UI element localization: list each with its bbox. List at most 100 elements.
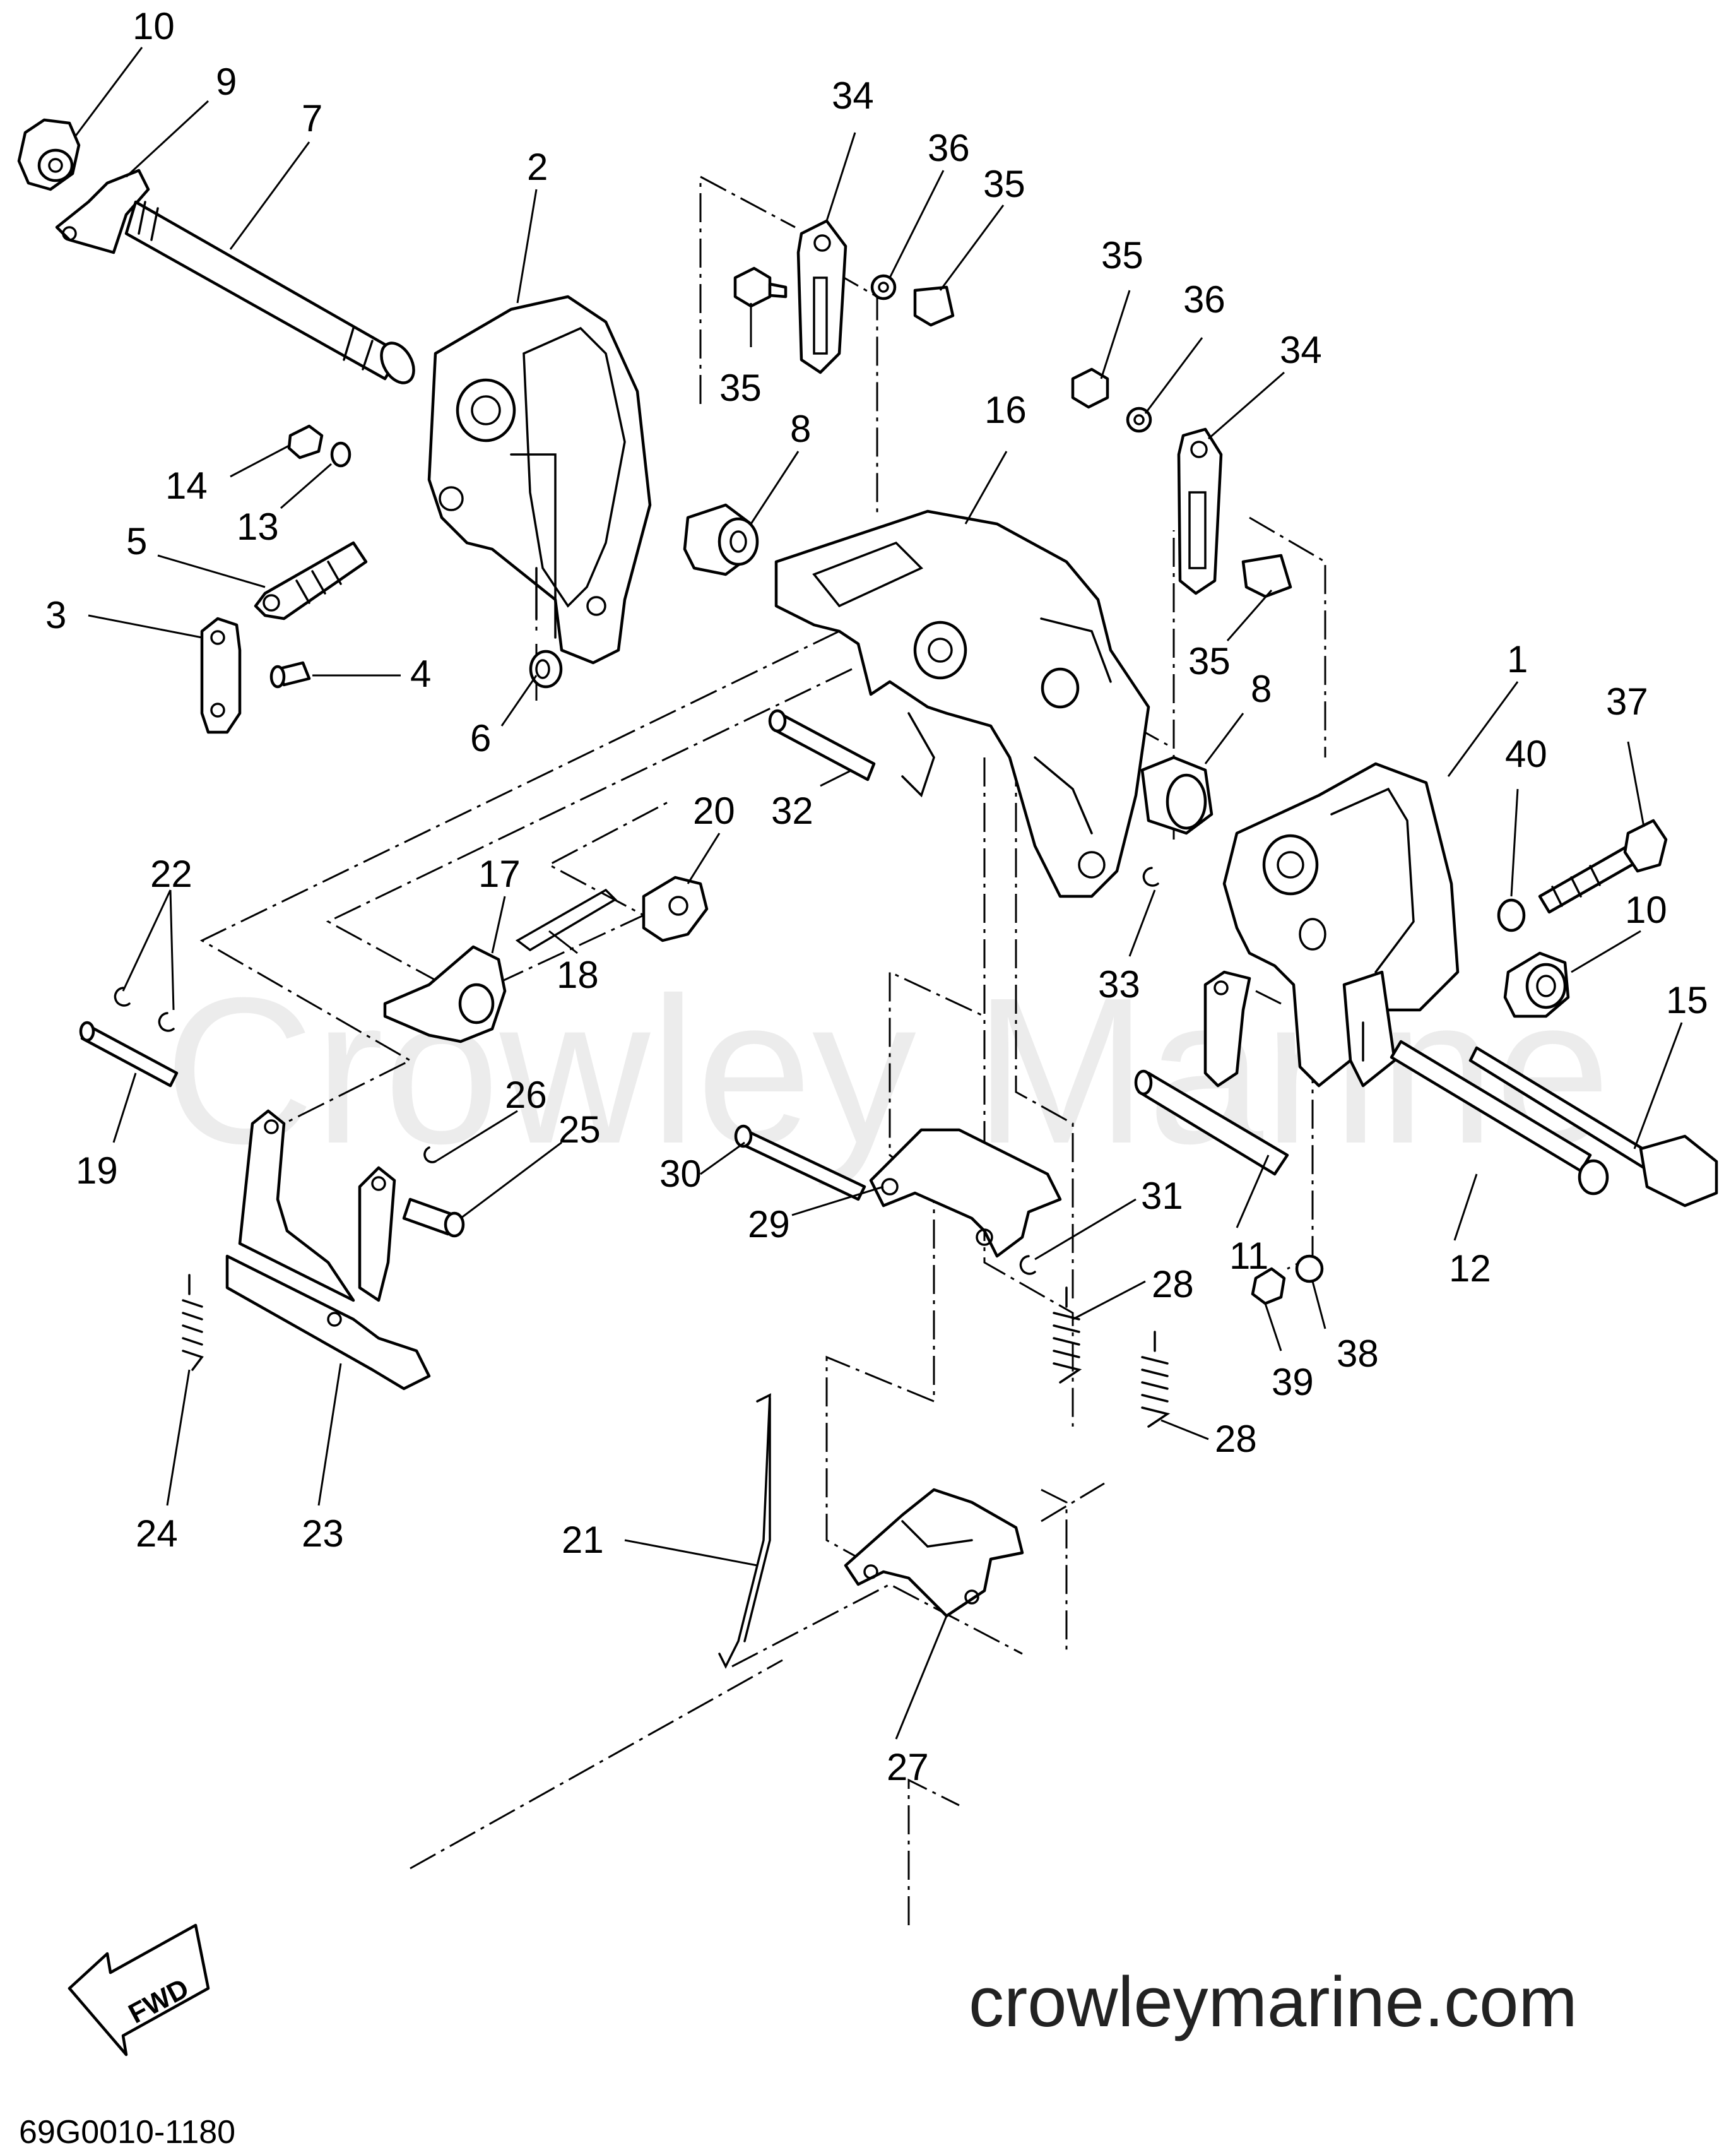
callout-10: 10 [1625, 889, 1667, 931]
washer-13-icon [330, 441, 351, 468]
shaft-7-icon [124, 200, 415, 384]
callout-27: 27 [887, 1746, 929, 1788]
diagram-code: 69G0010-1180 [19, 2114, 235, 2151]
callout-21: 21 [562, 1519, 604, 1561]
clamp-bracket-2-icon [427, 295, 652, 665]
bolt-35-icon [1241, 554, 1292, 598]
callout-1: 1 [1507, 638, 1528, 680]
nut-10-icon [17, 118, 81, 191]
circlip-33-icon [1142, 867, 1159, 887]
callout-30: 30 [659, 1153, 702, 1195]
bushing-8-icon [683, 503, 759, 576]
callout-10: 10 [133, 5, 175, 47]
swivel-bracket-16-icon [774, 509, 1150, 898]
callout-4: 4 [410, 653, 431, 695]
fwd-arrow-icon: FWD [68, 1923, 210, 2057]
callout-36: 36 [928, 127, 970, 169]
callout-9: 9 [216, 61, 237, 103]
callout-26: 26 [505, 1074, 547, 1116]
callout-14: 14 [165, 465, 208, 507]
callout-8: 8 [1251, 668, 1272, 710]
pin-11-icon [1134, 1069, 1289, 1176]
plate-9-icon [55, 169, 150, 254]
callout-33: 33 [1098, 963, 1140, 1006]
callout-2: 2 [527, 146, 548, 188]
callout-23: 23 [302, 1512, 344, 1555]
callout-8: 8 [790, 408, 811, 450]
bolt-12-icon [1390, 1040, 1609, 1196]
assembly-lines [199, 175, 1376, 1925]
callout-18: 18 [557, 954, 599, 996]
bolt-35-icon [913, 285, 955, 327]
pin-4-icon [269, 661, 311, 689]
callout-35: 35 [983, 163, 1025, 205]
washer-36-icon [870, 274, 897, 300]
clip-26-icon [423, 1146, 437, 1163]
tilt-support-29-icon [869, 1128, 1062, 1258]
nut-14-icon [287, 424, 324, 460]
link-34-icon [796, 219, 847, 374]
link-34-icon [1177, 427, 1223, 595]
callout-39: 39 [1272, 1361, 1314, 1403]
callout-31: 31 [1141, 1175, 1183, 1217]
pin-19-icon [79, 1021, 179, 1088]
spring-24-icon [182, 1274, 204, 1371]
callout-29: 29 [748, 1203, 790, 1245]
tilt-lock-lever-23-icon [225, 1109, 431, 1391]
callout-35: 35 [1101, 234, 1143, 276]
nut-10-icon [1503, 951, 1570, 1018]
callout-35: 35 [719, 367, 762, 409]
callout-19: 19 [76, 1149, 118, 1192]
washer-36-icon [1126, 407, 1152, 433]
callout-12: 12 [1449, 1247, 1491, 1290]
website-label: crowleymarine.com [969, 1962, 1578, 2041]
callout-28: 28 [1152, 1263, 1194, 1305]
callout-3: 3 [45, 594, 66, 636]
callout-25: 25 [558, 1108, 601, 1151]
block-20-icon [642, 876, 709, 942]
callout-40: 40 [1505, 733, 1547, 775]
bracket-27-icon [844, 1488, 1024, 1618]
callout-15: 15 [1666, 979, 1708, 1021]
callout-34: 34 [832, 74, 874, 117]
callout-6: 6 [470, 717, 491, 759]
nut-39-icon [1251, 1267, 1286, 1305]
callout-32: 32 [771, 790, 813, 832]
callout-22: 22 [150, 853, 192, 895]
leader-lines [74, 47, 1683, 1740]
callout-16: 16 [984, 389, 1027, 431]
callout-37: 37 [1606, 680, 1648, 723]
callout-24: 24 [136, 1512, 178, 1555]
tilt-rod-15-icon [1468, 1046, 1718, 1208]
lever-icon [1203, 970, 1251, 1088]
callout-5: 5 [126, 520, 147, 562]
callout-34: 34 [1280, 329, 1322, 371]
washer-38-icon [1295, 1254, 1324, 1283]
callout-35: 35 [1188, 640, 1231, 682]
spring-18-icon [515, 888, 617, 952]
lock-block-17-icon [383, 945, 507, 1043]
pin-30-icon [734, 1124, 866, 1201]
circlip-6-icon [529, 650, 563, 689]
callout-20: 20 [693, 790, 735, 832]
callout-36: 36 [1183, 278, 1225, 321]
spring-pin-5-icon [254, 541, 368, 620]
callout-38: 38 [1337, 1333, 1379, 1375]
pin-25-icon [402, 1197, 465, 1238]
clip-31-icon [1019, 1255, 1036, 1275]
callout-11: 11 [1229, 1235, 1268, 1277]
washer-40-icon [1497, 898, 1526, 932]
spring-28-icon [1053, 1286, 1082, 1384]
circlip-22-icon [114, 987, 175, 1032]
callout-17: 17 [478, 853, 521, 895]
clamp-bracket-1-icon [1222, 762, 1460, 1088]
bolt-35-icon [1071, 367, 1109, 409]
lever-3-icon [200, 617, 242, 734]
bolt-37-icon [1538, 819, 1668, 914]
pin-32-icon [768, 709, 876, 781]
callout-labels: 10 9 7 2 34 36 35 35 35 36 34 14 13 8 16… [45, 5, 1708, 1788]
callout-28: 28 [1215, 1418, 1257, 1460]
bushing-8-icon [1140, 756, 1213, 835]
callout-13: 13 [237, 506, 279, 548]
